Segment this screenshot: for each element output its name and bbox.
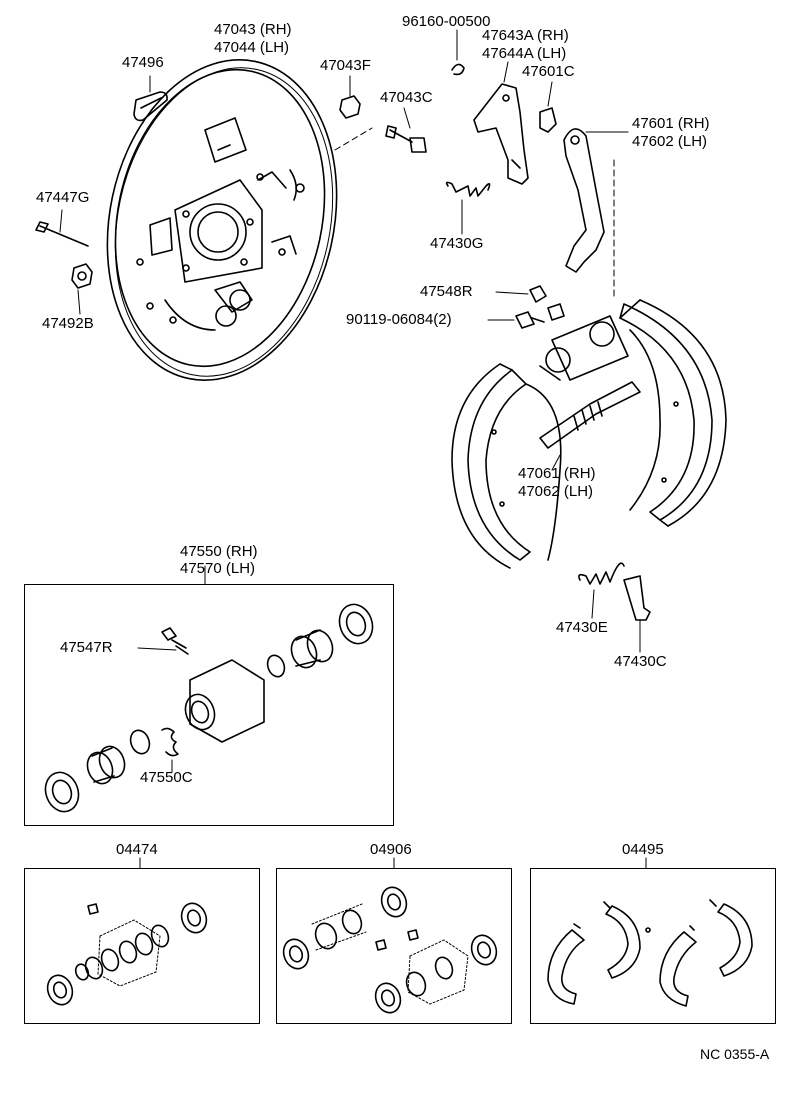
backing-plate-drawing bbox=[106, 59, 338, 381]
label-47602: 47602 (LH) bbox=[632, 133, 708, 150]
figure-code: NC 0355-A bbox=[700, 1046, 770, 1062]
label-96160: 96160-00500 bbox=[402, 13, 491, 30]
label-47044: 47044 (LH) bbox=[214, 39, 290, 56]
label-47550: 47550 (RH) bbox=[180, 543, 258, 560]
label-47430G: 47430G bbox=[430, 235, 484, 252]
bracket-47601C-drawing bbox=[539, 81, 557, 133]
label-47043F: 47043F bbox=[320, 57, 371, 74]
kit-04495-drawing bbox=[547, 857, 753, 1007]
label-kit-04474: 04474 bbox=[116, 841, 158, 858]
label-47447G: 47447G bbox=[36, 189, 90, 206]
label-kit-04495: 04495 bbox=[622, 841, 664, 858]
label-47492B: 47492B bbox=[42, 315, 94, 332]
label-47548R: 47548R bbox=[420, 283, 473, 300]
bolt-47447G-drawing bbox=[35, 209, 89, 247]
spring-47430E-drawing bbox=[578, 562, 625, 619]
label-47601: 47601 (RH) bbox=[632, 115, 710, 132]
nut-47043F-drawing bbox=[339, 75, 361, 119]
label-47644A: 47644A (LH) bbox=[482, 45, 567, 62]
label-47430E: 47430E bbox=[556, 619, 608, 636]
label-47547R: 47547R bbox=[60, 639, 113, 656]
wheel-cylinder-exploded-drawing bbox=[44, 565, 374, 813]
label-90119: 90119-06084(2) bbox=[346, 311, 452, 328]
kit-04474-box bbox=[24, 868, 260, 1024]
kit-04906-drawing bbox=[282, 857, 498, 1014]
label-47430C: 47430C bbox=[614, 653, 667, 670]
wheel-cylinder-box bbox=[24, 584, 394, 826]
clip-96160-drawing bbox=[451, 29, 465, 76]
kit-04906-box bbox=[276, 868, 512, 1024]
brake-shoe-assembly-drawing bbox=[451, 299, 727, 569]
bleeder-47548R-drawing bbox=[495, 285, 547, 303]
label-47550C: 47550C bbox=[140, 769, 193, 786]
label-47043: 47043 (RH) bbox=[214, 21, 292, 38]
lever-47643A-drawing bbox=[473, 61, 529, 185]
label-47601C: 47601C bbox=[522, 63, 575, 80]
kit-04474-drawing bbox=[46, 857, 208, 1006]
label-47043C: 47043C bbox=[380, 89, 433, 106]
kit-04495-box bbox=[530, 868, 776, 1024]
spring-47430G-drawing bbox=[445, 181, 491, 235]
bolt-47043C-drawing bbox=[334, 107, 427, 153]
nut-47492B-drawing bbox=[71, 263, 93, 315]
label-47570: 47570 (LH) bbox=[180, 560, 256, 577]
retainer-47430C-drawing bbox=[623, 575, 651, 653]
label-47062: 47062 (LH) bbox=[518, 483, 594, 500]
bolt-90119-drawing bbox=[487, 303, 565, 329]
parking-lever-47601-drawing bbox=[563, 128, 629, 301]
label-47643A: 47643A (RH) bbox=[482, 27, 569, 44]
plug-47496-drawing bbox=[133, 75, 168, 122]
label-47061: 47061 (RH) bbox=[518, 465, 596, 482]
label-47496: 47496 bbox=[122, 54, 164, 71]
label-kit-04906: 04906 bbox=[370, 841, 412, 858]
